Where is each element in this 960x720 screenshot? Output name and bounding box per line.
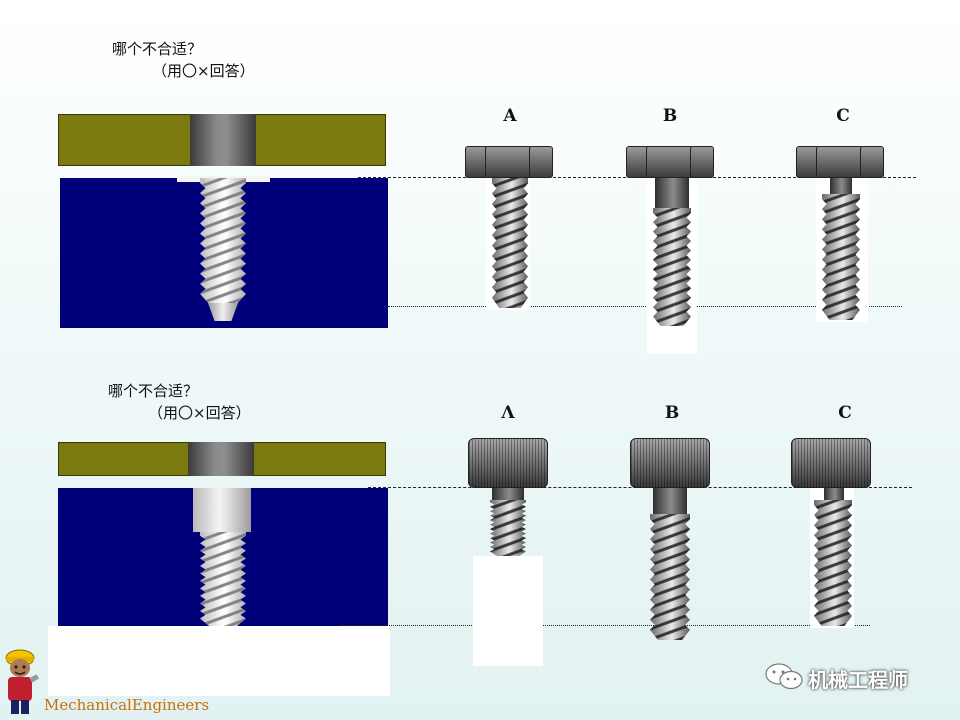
screw-a-1-thread: [492, 178, 528, 308]
socket-head-icon: [468, 438, 548, 488]
label-a-1: A: [503, 106, 517, 126]
screw-c-1-shank: [830, 178, 852, 194]
question-2: 哪个不合适？ （用〇×回答）: [108, 380, 251, 424]
question-1-title: 哪个不合适？: [112, 40, 203, 58]
label-c-1: C: [836, 106, 850, 126]
screw-b-1-shank: [655, 178, 689, 210]
mascot-icon: [2, 648, 42, 716]
screw-c-1-thread: [822, 194, 860, 320]
screw-b-2-thread: [650, 514, 690, 640]
tapped-thread-1: [200, 178, 246, 304]
label-a-2: Λ: [501, 403, 515, 423]
label-b-2: B: [664, 403, 680, 423]
base-block-2-cutaway: [48, 626, 390, 696]
hex-head-icon: [465, 146, 553, 178]
socket-head-icon: [791, 438, 871, 488]
counterbore-2: [193, 488, 251, 532]
screw-a-2-backdrop: [473, 556, 543, 666]
question-1-hint: （用〇×回答）: [152, 62, 255, 80]
reference-line-bottom-1: [388, 306, 902, 307]
screw-a-2-shank: [492, 488, 524, 502]
screw-a-2-thread: [490, 500, 526, 556]
reference-line-bottom-2: [340, 625, 870, 626]
brand-text: MechanicalEngineers: [44, 696, 210, 714]
drill-point-1: [208, 303, 238, 321]
label-b-1: B: [662, 106, 678, 126]
question-1: 哪个不合适？ （用〇×回答）: [112, 38, 255, 82]
screw-b-2-shank: [653, 488, 687, 516]
plate-hole-sleeve-1: [190, 114, 256, 166]
watermark-text: 机械工程师: [808, 668, 908, 692]
screw-c-2-thread: [814, 500, 852, 626]
socket-head-icon: [630, 438, 710, 488]
question-2-hint: （用〇×回答）: [148, 404, 251, 422]
question-2-title: 哪个不合适？: [108, 382, 199, 400]
label-c-2: C: [838, 403, 852, 423]
hex-head-icon: [796, 146, 884, 178]
wechat-icon: [764, 662, 804, 692]
tapped-thread-2: [200, 532, 246, 626]
hex-head-icon: [626, 146, 714, 178]
screw-c-2-shank: [824, 488, 844, 502]
screw-b-1-thread: [653, 208, 691, 326]
plate-hole-sleeve-2: [188, 442, 254, 476]
